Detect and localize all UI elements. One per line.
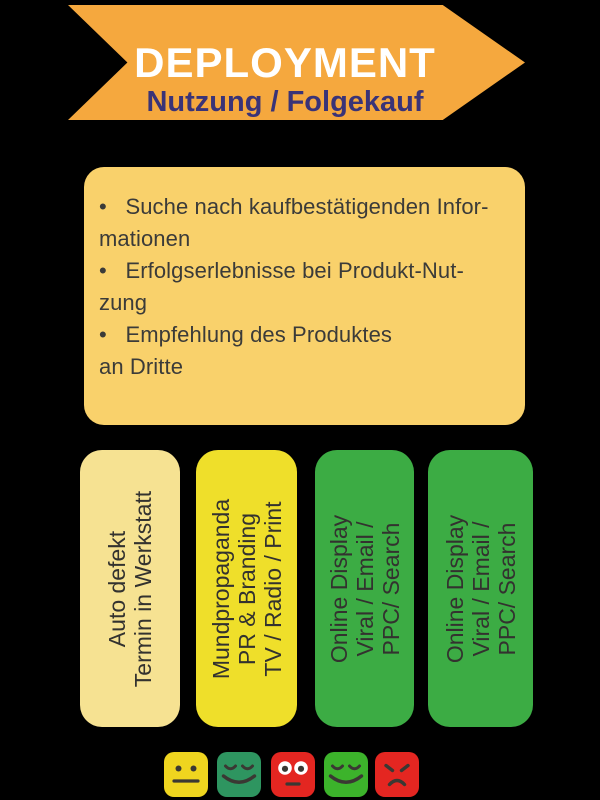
pillar-online-display-2: Online Display Viral / Email / PPC/ Sear… — [428, 450, 533, 727]
emoji-angry-face — [375, 752, 419, 797]
pillar-mundpropaganda-label: Mundpropaganda PR & Branding TV / Radio … — [207, 498, 286, 679]
emoji-surprised-face — [271, 752, 315, 797]
angry-face-icon — [384, 763, 410, 787]
smiling-face-icon — [328, 764, 364, 784]
pillar-online-display-1: Online Display Viral / Email / PPC/ Sear… — [315, 450, 414, 727]
pillar-mundpropaganda: Mundpropaganda PR & Branding TV / Radio … — [196, 450, 297, 727]
emoji-smiling-face — [217, 752, 261, 797]
banner-text-group: DEPLOYMENT Nutzung / Folgekauf — [127, 5, 443, 120]
summary-bullet-list: • Suche nach kaufbestätigenden Infor- ma… — [99, 194, 489, 379]
surprised-face-icon — [278, 761, 308, 786]
pillar-auto-defekt-label: Auto defekt Termin in Werkstatt — [104, 490, 156, 687]
stage-subtitle: Nutzung / Folgekauf — [146, 85, 424, 118]
stage-summary-box: • Suche nach kaufbestätigenden Infor- ma… — [84, 167, 525, 425]
smiling-face-icon — [221, 764, 257, 784]
stage-arrow-banner: DEPLOYMENT Nutzung / Folgekauf — [68, 5, 525, 120]
stage-title: DEPLOYMENT — [134, 38, 436, 86]
neutral-face-icon — [172, 765, 200, 783]
emoji-smiling-face-2 — [324, 752, 368, 797]
pillar-online-display-1-label: Online Display Viral / Email / PPC/ Sear… — [325, 514, 404, 663]
pillar-auto-defekt: Auto defekt Termin in Werkstatt — [80, 450, 180, 727]
emoji-neutral-face — [164, 752, 208, 797]
pillar-online-display-2-label: Online Display Viral / Email / PPC/ Sear… — [441, 514, 520, 663]
